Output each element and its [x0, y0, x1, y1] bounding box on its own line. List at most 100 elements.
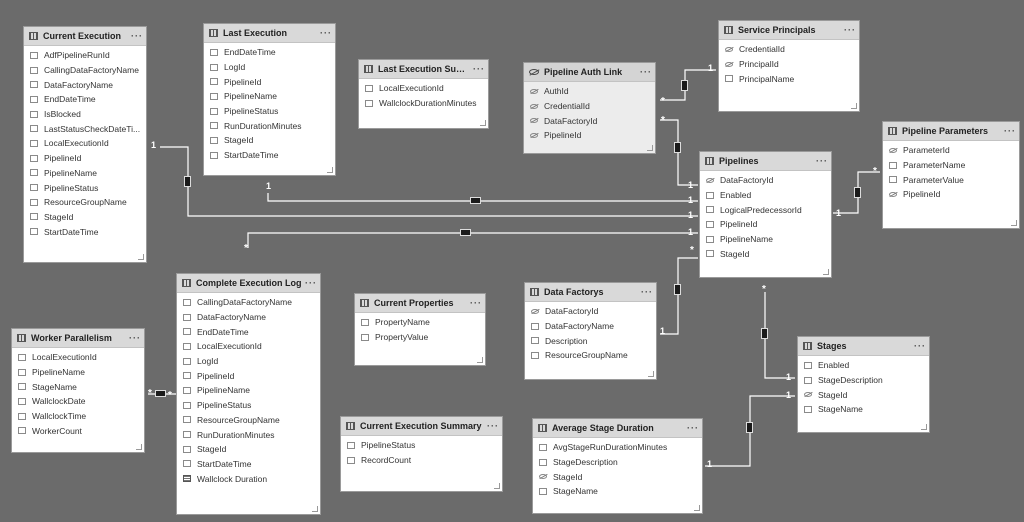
- crossfilter-badge[interactable]: [746, 422, 753, 433]
- table-header[interactable]: Stages···: [798, 337, 929, 356]
- field-row[interactable]: PipelineStatus: [24, 180, 146, 195]
- crossfilter-badge[interactable]: [674, 284, 681, 295]
- resize-handle[interactable]: [494, 483, 500, 489]
- field-row[interactable]: PipelineId: [24, 151, 146, 166]
- field-row[interactable]: StageName: [798, 402, 929, 417]
- field-row[interactable]: PipelineId: [204, 74, 335, 89]
- field-row[interactable]: IsBlocked: [24, 107, 146, 122]
- field-row[interactable]: PipelineStatus: [177, 398, 320, 413]
- more-options-button[interactable]: ···: [687, 423, 699, 433]
- field-row[interactable]: DataFactoryName: [177, 310, 320, 325]
- more-options-button[interactable]: ···: [470, 298, 482, 308]
- table-last-execution-summary[interactable]: Last Execution Sum...··· LocalExecutionId…: [358, 59, 489, 129]
- field-row[interactable]: DataFactoryName: [24, 77, 146, 92]
- field-row[interactable]: CallingDataFactoryName: [177, 295, 320, 310]
- field-row[interactable]: StageId: [533, 469, 702, 484]
- field-row[interactable]: PipelineName: [12, 365, 144, 380]
- field-row[interactable]: StageId: [177, 442, 320, 457]
- table-complete-execution-log[interactable]: Complete Execution Log··· CallingDataFact…: [176, 273, 321, 515]
- field-row[interactable]: DataFactoryName: [525, 319, 656, 334]
- field-row[interactable]: WallclockDurationMinutes: [359, 96, 488, 111]
- table-header[interactable]: Current Execution Summary···: [341, 417, 502, 436]
- field-row[interactable]: StageDescription: [798, 373, 929, 388]
- field-row[interactable]: AvgStageRunDurationMinutes: [533, 440, 702, 455]
- field-row[interactable]: PipelineId: [700, 217, 831, 232]
- more-options-button[interactable]: ···: [914, 341, 926, 351]
- field-row[interactable]: EndDateTime: [24, 92, 146, 107]
- more-options-button[interactable]: ···: [131, 31, 143, 41]
- crossfilter-badge[interactable]: [470, 197, 481, 204]
- field-row[interactable]: PropertyName: [355, 315, 485, 330]
- more-options-button[interactable]: ···: [487, 421, 499, 431]
- resize-handle[interactable]: [921, 424, 927, 430]
- resize-handle[interactable]: [851, 103, 857, 109]
- field-row[interactable]: PipelineName: [204, 89, 335, 104]
- table-header[interactable]: Complete Execution Log···: [177, 274, 320, 293]
- field-row[interactable]: StageDescription: [533, 455, 702, 470]
- field-row[interactable]: PipelineName: [700, 232, 831, 247]
- field-row[interactable]: StartDateTime: [177, 457, 320, 472]
- field-row[interactable]: EndDateTime: [177, 324, 320, 339]
- field-row[interactable]: PipelineId: [883, 187, 1019, 202]
- field-row[interactable]: PrincipalId: [719, 57, 859, 72]
- table-header[interactable]: Pipeline Parameters···: [883, 122, 1019, 141]
- field-row[interactable]: PipelineStatus: [341, 438, 502, 453]
- field-row[interactable]: RunDurationMinutes: [204, 118, 335, 133]
- field-row[interactable]: PipelineStatus: [204, 104, 335, 119]
- field-row[interactable]: WorkerCount: [12, 423, 144, 438]
- table-header[interactable]: Last Execution Sum...···: [359, 60, 488, 79]
- field-row[interactable]: StageId: [700, 246, 831, 261]
- crossfilter-badge[interactable]: [674, 142, 681, 153]
- more-options-button[interactable]: ···: [473, 64, 485, 74]
- table-header[interactable]: Pipeline Auth Link···: [524, 63, 655, 82]
- field-row[interactable]: LogicalPredecessorId: [700, 202, 831, 217]
- field-row[interactable]: AuthId: [524, 84, 655, 99]
- resize-handle[interactable]: [477, 357, 483, 363]
- field-row[interactable]: ParameterId: [883, 143, 1019, 158]
- resize-handle[interactable]: [138, 254, 144, 260]
- field-row[interactable]: LocalExecutionId: [24, 136, 146, 151]
- field-row[interactable]: PipelineId: [524, 128, 655, 143]
- field-row[interactable]: DataFactoryId: [700, 173, 831, 188]
- field-row[interactable]: StageName: [12, 379, 144, 394]
- resize-handle[interactable]: [480, 120, 486, 126]
- more-options-button[interactable]: ···: [305, 278, 317, 288]
- resize-handle[interactable]: [694, 505, 700, 511]
- crossfilter-badge[interactable]: [184, 176, 191, 187]
- field-row[interactable]: LocalExecutionId: [359, 81, 488, 96]
- field-row[interactable]: ResourceGroupName: [525, 348, 656, 363]
- table-header[interactable]: Service Principals···: [719, 21, 859, 40]
- table-header[interactable]: Data Factorys···: [525, 283, 656, 302]
- field-row[interactable]: ParameterName: [883, 158, 1019, 173]
- crossfilter-badge[interactable]: [460, 229, 471, 236]
- field-row[interactable]: AdfPipelineRunId: [24, 48, 146, 63]
- table-header[interactable]: Current Properties···: [355, 294, 485, 313]
- field-row[interactable]: LocalExecutionId: [12, 350, 144, 365]
- field-row[interactable]: EndDateTime: [204, 45, 335, 60]
- field-row[interactable]: LogId: [204, 60, 335, 75]
- field-row[interactable]: Enabled: [700, 188, 831, 203]
- crossfilter-badge[interactable]: [681, 80, 688, 91]
- field-row[interactable]: WallclockDate: [12, 394, 144, 409]
- field-row[interactable]: CredentialId: [524, 99, 655, 114]
- crossfilter-badge[interactable]: [854, 187, 861, 198]
- field-row[interactable]: StartDateTime: [24, 224, 146, 239]
- resize-handle[interactable]: [312, 506, 318, 512]
- field-row[interactable]: ResourceGroupName: [24, 195, 146, 210]
- field-row[interactable]: PipelineName: [24, 166, 146, 181]
- more-options-button[interactable]: ···: [1004, 126, 1016, 136]
- field-row[interactable]: RunDurationMinutes: [177, 427, 320, 442]
- field-row[interactable]: LocalExecutionId: [177, 339, 320, 354]
- resize-handle[interactable]: [327, 167, 333, 173]
- field-row[interactable]: Enabled: [798, 358, 929, 373]
